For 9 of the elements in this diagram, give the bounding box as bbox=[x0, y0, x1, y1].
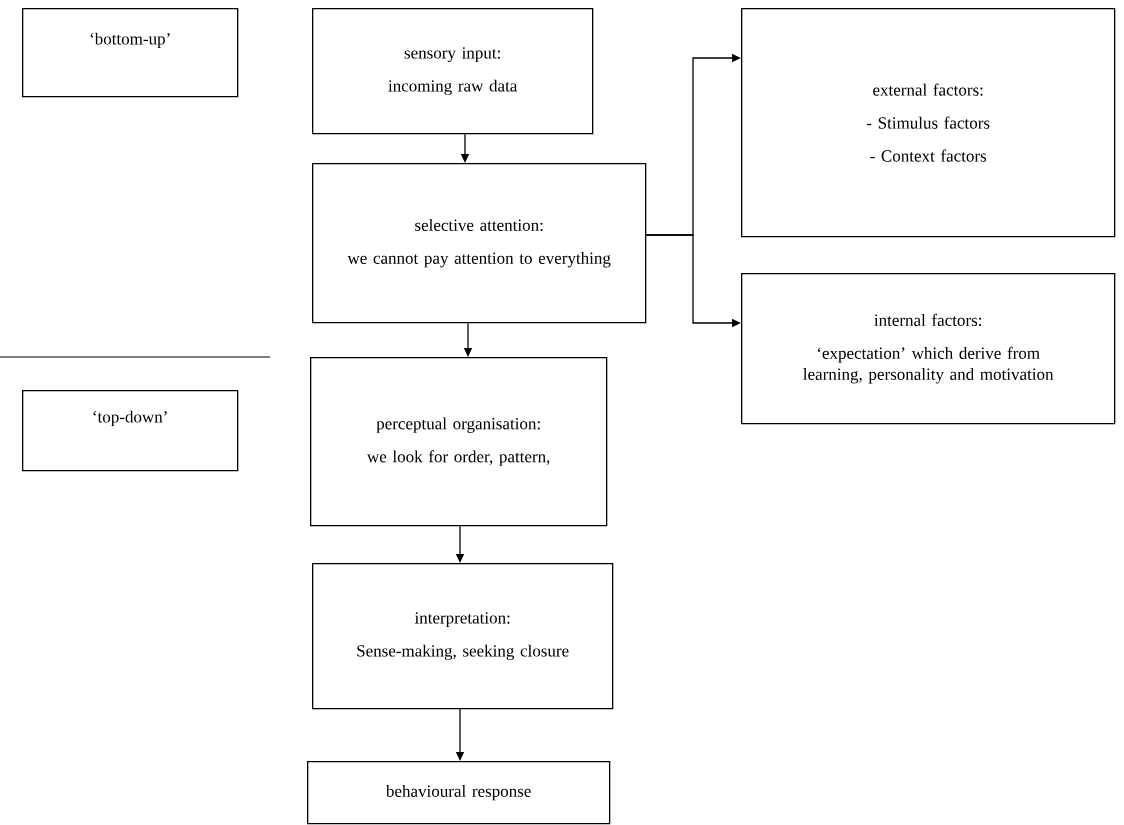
process-box: internal factors: ‘expectation’ which derive from learning, personality and motivation bbox=[741, 273, 1116, 425]
label-box: ‘top-down’ bbox=[22, 390, 239, 472]
process-box: sensory input: incoming raw data bbox=[312, 8, 594, 135]
process-box: selective attention: we cannot pay attention to everything bbox=[312, 163, 647, 324]
label-box: ‘bottom-up’ bbox=[22, 8, 239, 98]
process-box: external factors: - Stimulus factors - Context factors bbox=[741, 8, 1116, 238]
process-box: behavioural response bbox=[307, 761, 611, 825]
process-box: interpretation: Sense-making, seeking closure bbox=[312, 563, 614, 710]
process-box: perceptual organisation: we look for order, pattern, bbox=[310, 357, 608, 527]
